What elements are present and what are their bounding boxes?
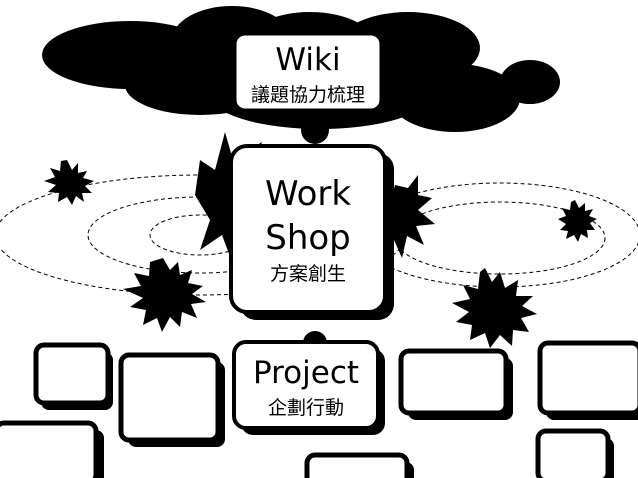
connector-dot — [301, 116, 329, 144]
cloud-lobe — [500, 60, 560, 104]
block-tile — [535, 428, 614, 478]
starburst-icon — [123, 258, 206, 332]
block-tile — [304, 452, 414, 478]
block-tile — [398, 348, 513, 420]
block-tile — [118, 352, 225, 447]
starburst-icon — [44, 160, 94, 205]
block-tile — [0, 420, 104, 478]
block-tile — [33, 342, 113, 410]
project-node-box — [232, 340, 380, 430]
project-subtitle: 企劃行動 — [268, 397, 344, 419]
wiki-title: Wiki — [275, 42, 340, 78]
wiki-node: Wiki 議題協力梳理 — [233, 32, 387, 117]
workshop-node-box — [229, 144, 387, 314]
workshop-node: Work Shop 方案創生 — [229, 144, 394, 320]
workshop-title-line2: Shop — [265, 218, 351, 258]
workshop-subtitle: 方案創生 — [270, 263, 346, 285]
wiki-node-box — [233, 32, 383, 112]
project-blocks — [0, 340, 638, 478]
workshop-title-line1: Work — [265, 174, 351, 214]
block-tile — [537, 340, 638, 420]
project-title: Project — [253, 355, 359, 391]
project-node: Project 企劃行動 — [232, 340, 385, 435]
cloud-lobe — [390, 64, 520, 132]
starburst-icon — [452, 268, 537, 348]
wiki-subtitle: 議題協力梳理 — [251, 84, 365, 106]
starburst-icon — [558, 200, 597, 242]
